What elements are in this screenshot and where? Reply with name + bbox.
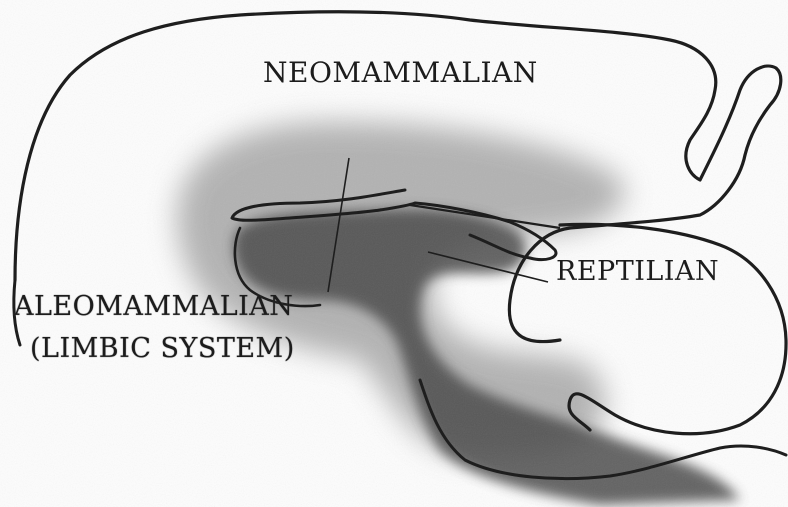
- paleomammalian-label: ALEOMAMMALIAN: [14, 291, 293, 322]
- limbic-system-label: (LIMBIC SYSTEM): [30, 333, 295, 364]
- reptilian-label: REPTILIAN: [556, 256, 719, 287]
- neomammalian-label: NEOMAMMALIAN: [263, 56, 538, 89]
